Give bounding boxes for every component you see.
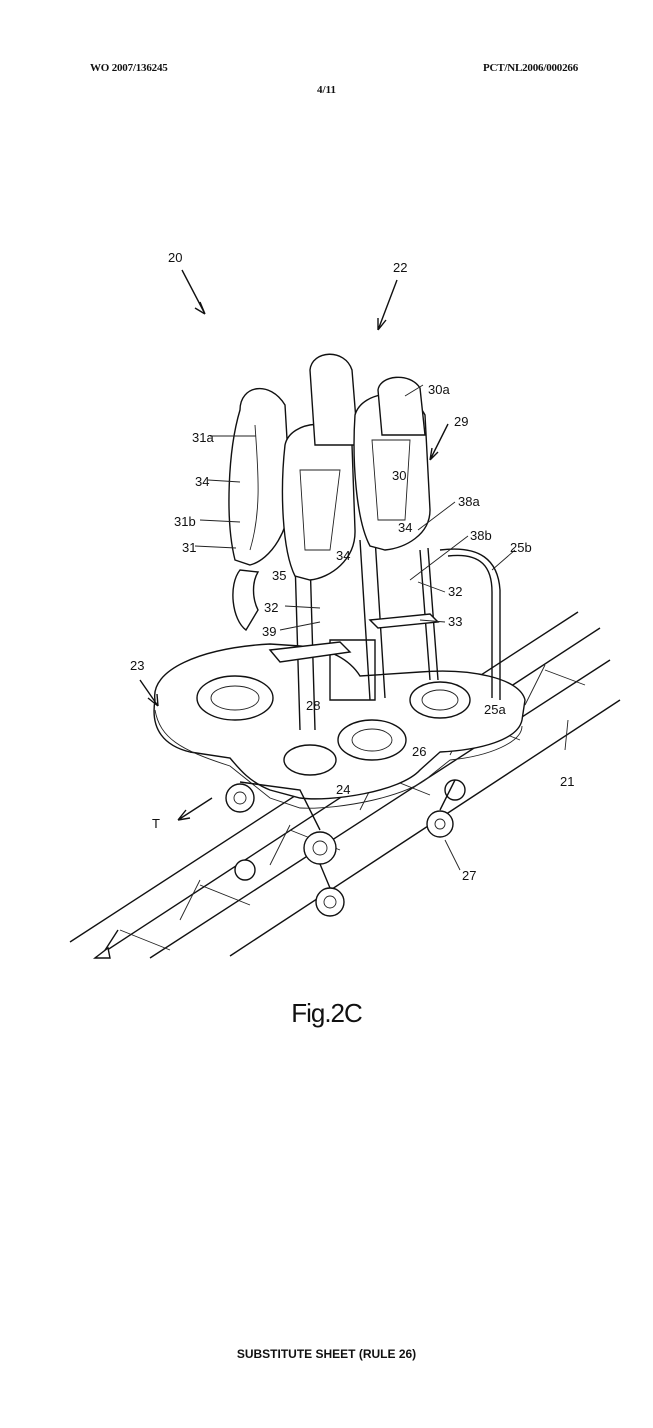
- ref-31: 31: [182, 540, 196, 555]
- patent-drawing: 20 22 30a 29 31a 34 31b 31 30 38a 38b 25…: [0, 230, 653, 990]
- ref-31a: 31a: [192, 430, 214, 445]
- ref-30a: 30a: [428, 382, 450, 397]
- footer-note: SUBSTITUTE SHEET (RULE 26): [236, 1347, 417, 1361]
- platform: [153, 643, 526, 809]
- ref-23: 23: [130, 658, 144, 673]
- ride-vehicle-drawing: 20 22 30a 29 31a 34 31b 31 30 38a 38b 25…: [69, 250, 621, 959]
- ref-39: 39: [262, 624, 276, 639]
- reference-numerals: 20 22 30a 29 31a 34 31b 31 30 38a 38b 25…: [130, 250, 574, 883]
- ref-30: 30: [392, 468, 406, 483]
- figure-caption: Fig.2C: [291, 998, 363, 1028]
- publication-number: WO 2007/136245: [90, 62, 168, 74]
- ref-28: 28: [306, 698, 320, 713]
- ref-34-center: 34: [336, 548, 350, 563]
- ref-34-left: 34: [195, 474, 209, 489]
- ref-31b: 31b: [174, 514, 196, 529]
- seats: [228, 353, 431, 632]
- ref-20: 20: [168, 250, 182, 265]
- ref-34-right: 34: [398, 520, 412, 535]
- ref-21: 21: [560, 774, 574, 789]
- ref-38b: 38b: [470, 528, 492, 543]
- seat-frame: [268, 537, 501, 731]
- ref-T: T: [152, 816, 160, 831]
- bogies: [225, 779, 466, 917]
- application-number: PCT/NL2006/000266: [483, 62, 578, 74]
- ref-24: 24: [336, 782, 350, 797]
- ref-26: 26: [412, 744, 426, 759]
- page-number: 4/11: [317, 84, 336, 96]
- ref-29: 29: [454, 414, 468, 429]
- leader-lines: [139, 269, 569, 871]
- ref-38a: 38a: [458, 494, 480, 509]
- ref-22: 22: [393, 260, 407, 275]
- ref-25b: 25b: [510, 540, 532, 555]
- ref-35: 35: [272, 568, 286, 583]
- ref-33: 33: [448, 614, 462, 629]
- ref-27: 27: [462, 868, 476, 883]
- ref-32-right: 32: [448, 584, 462, 599]
- ref-32-left: 32: [264, 600, 278, 615]
- ref-25a: 25a: [484, 702, 506, 717]
